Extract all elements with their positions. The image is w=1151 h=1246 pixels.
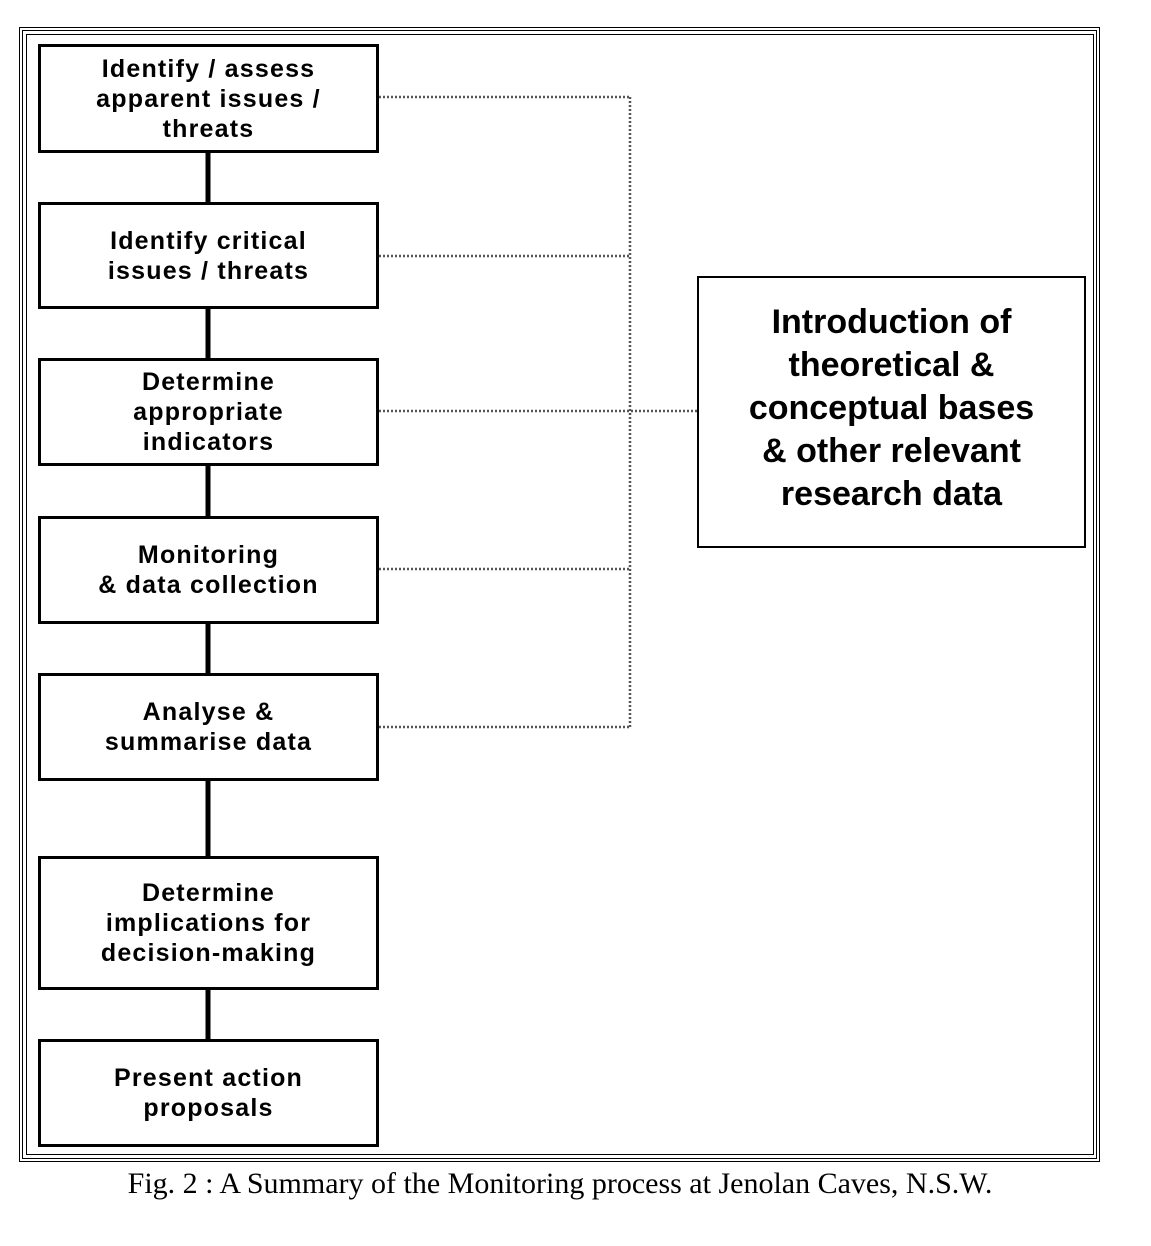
outer-frame [19, 27, 1100, 1162]
side-box-label: Introduction of theoretical & conceptual… [748, 302, 1035, 513]
step-identify-assess: Identify / assess apparent issues / thre… [38, 44, 379, 153]
step-label: Identify / assess apparent issues / thre… [96, 54, 321, 143]
step-label: Present action proposals [113, 1064, 304, 1122]
figure-caption: Fig. 2 : A Summary of the Monitoring pro… [127, 1167, 993, 1200]
step-monitoring: Monitoring & data collection [38, 516, 379, 624]
side-box-theoretical-bases: Introduction of theoretical & conceptual… [697, 276, 1086, 548]
step-label: Determine appropriate indicators [133, 368, 284, 456]
step-label: Monitoring & data collection [98, 541, 319, 599]
step-implications: Determine implications for decision-maki… [38, 856, 379, 990]
step-present: Present action proposals [38, 1039, 379, 1147]
step-label: Determine implications for decision-maki… [100, 879, 317, 967]
step-label: Identify critical issues / threats [107, 226, 310, 285]
inner-frame [26, 34, 1094, 1155]
step-identify-critical: Identify critical issues / threats [38, 202, 379, 309]
step-determine-indicators: Determine appropriate indicators [38, 358, 379, 466]
step-label: Analyse & summarise data [104, 698, 313, 756]
step-analyse: Analyse & summarise data [38, 673, 379, 781]
